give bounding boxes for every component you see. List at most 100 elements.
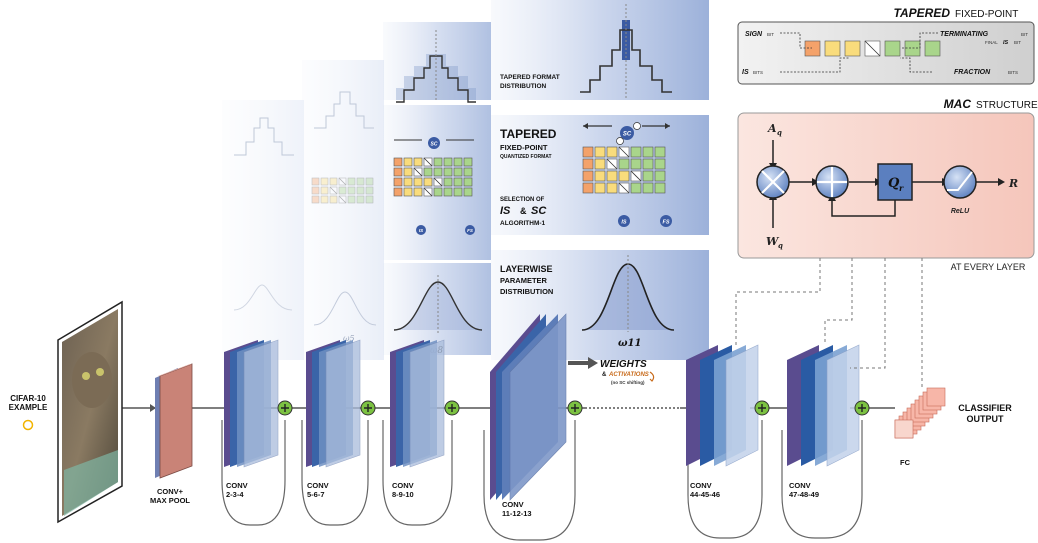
grid-cell [347,195,356,204]
grid-terminator-slash [338,177,347,186]
grid-cell [329,195,338,204]
grid-cell [365,177,374,186]
is-label: IS [500,205,511,217]
conv-block-47-48-49 [787,344,860,467]
stage-label-3-line1: CONV [392,481,414,490]
r-output-label: R [1008,177,1018,190]
grid-cell [594,182,606,194]
conv-block-2-3-4 [224,339,279,468]
stage-label-2-line1: CONV [307,481,329,490]
grid-cell [654,182,666,194]
grid-terminator-slash [423,187,433,197]
grid-cell [356,195,365,204]
fc-label: FC [900,458,911,467]
svg-text:IS: IS [621,220,627,226]
stage-label-1-line1: CONV [226,481,248,490]
input-label-line1: CIFAR-10 [10,394,46,403]
final-bit-label: BIT [1014,40,1021,45]
terminating-label: TERMINATING [940,31,989,38]
grid-cell [582,170,594,182]
grid-cell [463,187,473,197]
grid-cell [311,177,320,186]
grid-cell [347,177,356,186]
relu-label: ReLU [951,208,970,215]
add-node-3 [444,400,460,416]
grid-cell [311,195,320,204]
grid-cell [329,186,338,195]
stage-label-3-line2: 8-9-10 [392,490,414,499]
grid-cell [630,182,642,194]
is-bits-suffix: BITS [753,70,763,75]
grid-cell [356,186,365,195]
grid-cell [320,186,329,195]
grid-cell [433,157,443,167]
grid-cell [393,177,403,187]
stage-label-2-line2: 5-6-7 [307,490,325,499]
grid-cell [443,187,453,197]
grid-cell [594,158,606,170]
multiply-icon [756,165,790,199]
conv-maxpool-block [155,363,193,479]
grid-cell [630,146,642,158]
grid-cell [582,182,594,194]
algorithm-label: ALGORITHM-1 [500,220,546,227]
grid-cell [630,158,642,170]
grid-terminator-slash [433,177,443,187]
tapered-bit-cell [904,40,921,57]
cifar-input-image [57,300,123,524]
tapered-distribution-line1: TAPERED FORMAT [500,74,560,81]
stage-label-1-line2: 2-3-4 [226,490,244,499]
grid-cell [642,146,654,158]
grid-cell [403,187,413,197]
grid-cell [403,177,413,187]
weights-label: WEIGHTS [600,359,647,370]
fs-badge-3: FS [465,225,475,235]
grid-cell [582,146,594,158]
add-node-2 [360,400,376,416]
tapered-distribution-line2: DISTRIBUTION [500,83,547,90]
grid-cell [642,158,654,170]
faint-step-distributions [233,91,377,326]
weights-amp: & [602,372,607,378]
activations-label: ACTIVATIONS [608,372,649,378]
conv-block-11-12-13 [490,313,567,501]
sign-bit-label: BIT [767,32,774,37]
grid-terminator-slash [864,40,881,57]
grid-cell [463,167,473,177]
activations-curl-icon [649,371,655,382]
grid-cell [413,187,423,197]
grid-cell [606,170,618,182]
is-bits-label: IS [742,69,749,76]
add-node-1 [277,400,293,416]
classifier-line2: OUTPUT [967,414,1005,424]
grid-cell [654,170,666,182]
grid-cell [642,170,654,182]
tapered-bit-cell [884,40,901,57]
qr-subscript: r [899,183,904,193]
grid-stage-3 [393,157,473,197]
grid-cell [320,177,329,186]
fixed-point-label: FIXED-POINT [500,143,548,152]
quantized-format-label: QUANTIZED FORMAT [500,154,552,160]
mac-connectors [735,258,923,390]
grid-cell [311,186,320,195]
grid-cell [453,157,463,167]
no-sc-label: (no SC shifting) [611,380,645,385]
stage-label-5-line1: CONV [690,481,712,490]
grid-cell [403,167,413,177]
grid-cell [433,187,443,197]
grid-cell [443,167,453,177]
stage-label-5-line2: 44-45-46 [690,490,720,499]
svg-text:FS: FS [467,228,473,233]
svg-text:IS: IS [419,228,423,233]
bell-curve-main [581,255,675,332]
amp-label: & [520,206,527,216]
grid-cell [338,186,347,195]
grid-cell [443,157,453,167]
grid-cell [463,177,473,187]
grid-stage-faint [311,177,374,204]
mac-title: MAC [944,97,972,111]
sign-label: SIGN [745,31,763,38]
omega-5: ω5 [343,334,355,343]
final-label: FINAL [985,40,998,45]
